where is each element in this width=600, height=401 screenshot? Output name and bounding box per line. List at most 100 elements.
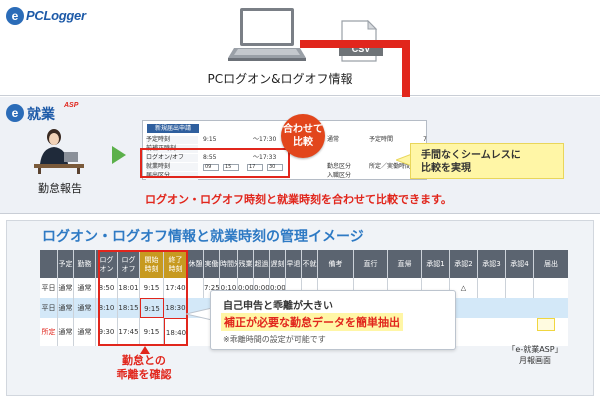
form-row-value: 予定時間 [369, 136, 394, 143]
form-row-label: 予定時刻 [146, 136, 198, 144]
cell-extra: 0:00 [238, 278, 254, 298]
header-cell-end: 終了 時刻 [164, 250, 188, 278]
callout-tail [186, 308, 212, 320]
pc-logon-caption: PCログオン&ログオフ情報 [207, 72, 353, 86]
form-header: 新規届出申請 [147, 124, 199, 133]
header-cell: 遅刻 [270, 250, 286, 278]
monthly-caption-line1: 「e-就業ASP」 [507, 345, 563, 354]
cell-actual: 7:25 [204, 278, 220, 298]
cell-empty [286, 278, 302, 298]
header-cell: 勤務 [74, 250, 96, 278]
header-cell: 実働 [204, 250, 220, 278]
header-cell: 予定 [58, 250, 74, 278]
submission-flag [537, 318, 555, 331]
cell-empty [388, 278, 422, 298]
form-row-value: ～17:30 [253, 136, 277, 143]
header-cell-logon: ログ オン [96, 250, 118, 278]
hour-select[interactable]: 09 [203, 164, 219, 171]
cell-empty [354, 278, 388, 298]
cell-work: 通常 [74, 298, 96, 318]
form-row-value: 9:15 [203, 136, 217, 143]
extraction-callout-note: ※乖離時間の設定が可能です [223, 335, 326, 344]
form-row-label: 就業時刻 [146, 163, 198, 171]
cell-logon: 9:30 [96, 318, 118, 346]
deviation-highlight-box [98, 250, 188, 346]
deviation-label: 勤怠との 乖離を確認 [94, 354, 194, 382]
table-header-row: 予定 勤務 ログ オン ログ オフ 開始 時刻 終了 時刻 休憩 実働 時間外 … [40, 250, 568, 278]
comparison-highlight-box [140, 148, 290, 178]
header-cell: 早退 [286, 250, 302, 278]
monthly-caption-line2: 月報画面 [519, 356, 551, 365]
header-cell-start: 開始 時刻 [140, 250, 164, 278]
extraction-callout: 自己申告と乖離が大きい 補正が必要な勤怠データを簡単抽出 ※乖離時間の設定が可能… [210, 290, 456, 350]
cell-start: 9:15 [140, 278, 164, 298]
shugyo-logo-sup: ASP [64, 102, 79, 109]
shugyo-logo-mark: e [6, 104, 24, 122]
pclogger-logo: e PCLogger [6, 7, 92, 25]
header-cell: 承認2 [450, 250, 478, 278]
pclogger-logo-text: PCLogger [26, 8, 86, 23]
form-row: 予定時刻 9:15 ～17:30 通常 予定時間 7 [143, 136, 428, 144]
worker-at-desk-icon [34, 129, 84, 174]
cell-plan: 通常 [58, 298, 74, 318]
worker-caption: 勤怠報告 [38, 182, 82, 195]
cell-logon: 8:10 [96, 298, 118, 318]
cell-approve-mark: △ [450, 278, 478, 298]
compare-badge-line2: 比較 [293, 137, 313, 148]
form-row-value: 7 [423, 136, 427, 143]
monthly-screen-caption: 「e-就業ASP」 月報画面 [490, 344, 580, 366]
header-cell: 超過 [254, 250, 270, 278]
form-row-value: 入職区分 [327, 172, 352, 179]
pointer-triangle-icon [140, 346, 150, 354]
cell-excess: 0:00 [254, 278, 270, 298]
hour-select[interactable]: 17 [247, 164, 263, 171]
form-row-value: 8:55 [203, 154, 217, 161]
header-cell: 承認4 [506, 250, 534, 278]
deviation-label-line1: 勤怠との [122, 354, 166, 367]
management-image-title: ログオン・ログオフ情報と就業時刻の管理イメージ [42, 229, 364, 245]
header-cell: 承認1 [422, 250, 450, 278]
form-row: ログオン/オフ 8:55 ～17:33 [143, 154, 428, 162]
extraction-callout-line1: 自己申告と乖離が大きい [223, 301, 333, 312]
header-cell: 直帰 [388, 250, 422, 278]
cell-empty [478, 278, 506, 298]
cell-start: 9:15 [140, 318, 164, 346]
callout-line2: 比較を実現 [421, 163, 471, 174]
form-row-value: 通常 [327, 136, 340, 143]
header-cell: 直行 [354, 250, 388, 278]
minute-select[interactable]: 30 [267, 164, 283, 171]
cell-day: 平日 [40, 278, 58, 298]
extraction-callout-line2: 補正が必要な勤怠データを簡単抽出 [221, 313, 403, 331]
form-row: 就業時刻 09 15 17 30 勤怠区分 所定／実働時間 7 [143, 163, 428, 171]
header-cell: 備考 [318, 250, 354, 278]
callout-line1: 手間なくシームレスに [421, 150, 521, 161]
header-cell [40, 250, 58, 278]
cell-empty [318, 278, 354, 298]
minute-select[interactable]: 15 [223, 164, 239, 171]
form-row-label: ログオン/オフ [146, 154, 198, 162]
compare-description: ログオン・ログオフ時刻と就業時刻を合わせて比較できます。 [145, 193, 452, 206]
header-cell: 不就 [302, 250, 318, 278]
compare-badge: 合わせて 比較 [281, 114, 325, 158]
cell-empty [422, 278, 450, 298]
cell-logoff: 18:01 [118, 278, 140, 298]
cell-empty [302, 278, 318, 298]
deviation-label-line2: 乖離を確認 [116, 368, 172, 381]
shugyo-logo-text: 就業 [27, 107, 55, 123]
form-row-value: 勤怠区分 [327, 163, 352, 170]
cell-empty [534, 278, 568, 298]
header-cell: 時間外 [220, 250, 238, 278]
cell-break [188, 278, 204, 298]
laptop-icon [228, 8, 306, 61]
header-cell-logoff: ログ オフ [118, 250, 140, 278]
cell-logoff: 17:45 [118, 318, 140, 346]
cell-plan: 通常 [58, 278, 74, 298]
cell-late: 0:00 [270, 278, 286, 298]
cell-start-flagged: 9:15 [140, 298, 164, 318]
cell-day: 所定 [40, 318, 58, 346]
cell-empty [506, 278, 534, 298]
header-cell: 残業 [238, 250, 254, 278]
cell-logon: 8:50 [96, 278, 118, 298]
cell-day: 平日 [40, 298, 58, 318]
header-cell: 休憩 [188, 250, 204, 278]
